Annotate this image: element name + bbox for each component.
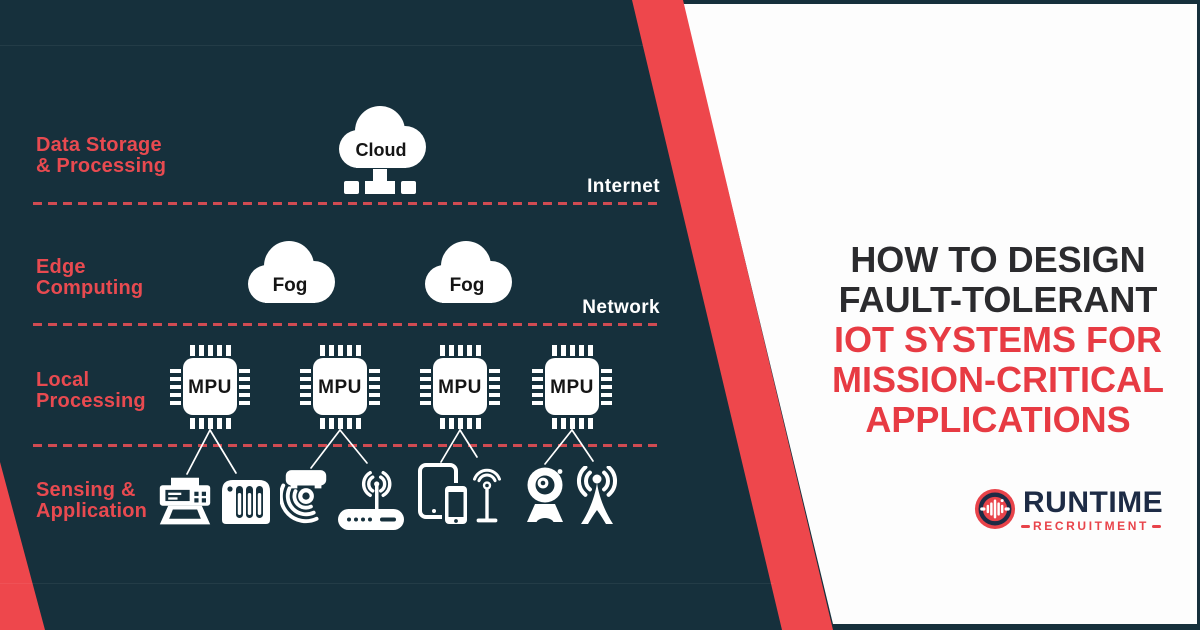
logo-wordmark: RUNTIME — [1023, 486, 1164, 519]
cloud-icon: Cloud — [339, 106, 426, 168]
mpu-label: MPU — [318, 377, 362, 398]
fog-icon: Fog — [248, 241, 335, 303]
layer-label-local-processing: Local Processing — [36, 370, 146, 412]
headline-line: IOT SYSTEMS FOR — [833, 319, 1163, 360]
fog-label: Fog — [450, 275, 485, 296]
headline-line: HOW TO DESIGN — [850, 239, 1146, 280]
cell-tower-icon — [577, 466, 617, 524]
top-seam-line — [0, 45, 643, 46]
headline-line: APPLICATIONS — [865, 399, 1131, 440]
runtime-logo-icon — [974, 488, 1016, 530]
white-panel-shape — [683, 4, 1197, 624]
sensing-separator-line — [33, 444, 660, 447]
iot-antenna-mast-icon — [473, 468, 501, 523]
wifi-router-icon — [338, 471, 404, 530]
headline: HOW TO DESIGN FAULT-TOLERANT IOT SYSTEMS… — [808, 240, 1188, 440]
internet-zone-label: Internet — [587, 176, 660, 197]
layer-label-line: Computing — [36, 277, 144, 299]
nas-storage-icon — [222, 480, 270, 524]
tablet-and-phone-icon — [418, 463, 470, 527]
fog-label: Fog — [273, 275, 308, 296]
mpu-label: MPU — [550, 377, 594, 398]
layer-label-data-storage: Data Storage & Processing — [36, 135, 166, 177]
layer-label-edge-computing: Edge Computing — [36, 257, 143, 299]
motion-sensor-icon — [280, 470, 327, 524]
layer-label-line: Edge — [36, 256, 86, 278]
headline-line: FAULT-TOLERANT — [838, 279, 1158, 320]
cloud-label: Cloud — [356, 140, 407, 160]
internet-separator-line — [33, 202, 660, 205]
mpu-label: MPU — [188, 377, 232, 398]
dash-icon — [1021, 524, 1030, 528]
corner-red-wedge — [0, 462, 45, 630]
layer-label-line: & Processing — [36, 155, 167, 177]
layer-label-sensing-application: Sensing & Application — [36, 480, 147, 522]
headline-line: MISSION-CRITICAL — [832, 359, 1164, 400]
network-separator-line — [33, 323, 660, 326]
printer-icon — [159, 477, 211, 525]
dash-icon — [1152, 524, 1161, 528]
layer-label-line: Processing — [36, 390, 146, 412]
mpu-label: MPU — [438, 377, 482, 398]
network-hub-icon — [344, 169, 416, 194]
layer-label-line: Data Storage — [36, 134, 162, 156]
layer-label-line: Application — [36, 500, 148, 522]
mpu-chip-icon: MPU — [532, 345, 612, 429]
logo-subtitle: RECRUITMENT — [1033, 519, 1149, 533]
diagonal-red-band — [632, 0, 833, 630]
bottom-seam-line — [0, 583, 774, 584]
mpu-chip-icon: MPU — [170, 345, 250, 429]
layer-label-line: Sensing & — [36, 479, 136, 501]
fog-icon: Fog — [425, 241, 512, 303]
mpu-chip-icon: MPU — [300, 345, 380, 429]
webcam-icon — [527, 467, 563, 526]
layer-label-line: Local — [36, 369, 90, 391]
mpu-chip-icon: MPU — [420, 345, 500, 429]
network-zone-label: Network — [582, 297, 660, 318]
logo-subtitle-row: RECRUITMENT — [1021, 519, 1161, 533]
